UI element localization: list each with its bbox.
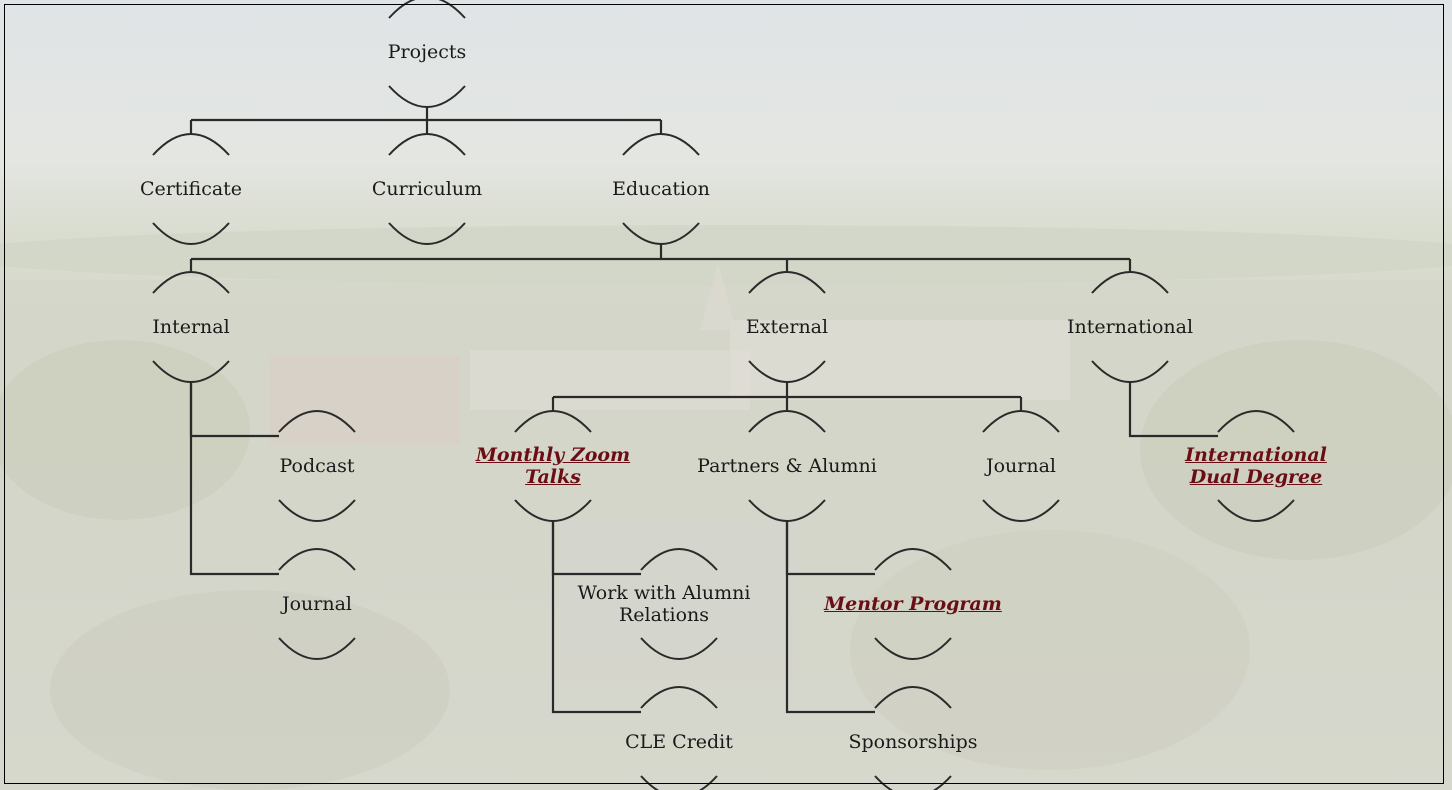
node-journal-external: Journal xyxy=(985,455,1057,477)
connector-partners-alumni-to-sponsorships xyxy=(785,521,875,714)
connector-international-to-international-dual-degree xyxy=(1128,382,1218,438)
bracket-external xyxy=(748,271,826,383)
bracket-curriculum xyxy=(388,133,466,245)
node-external: External xyxy=(745,316,829,338)
bracket-podcast xyxy=(278,410,356,522)
bracket-mentor-program xyxy=(874,548,952,660)
node-partners-alumni: Partners & Alumni xyxy=(697,455,877,477)
node-international: International xyxy=(1066,316,1194,338)
bracket-work-with-alumni-relations xyxy=(640,548,718,660)
connector-internal-to-journal-internal xyxy=(189,382,279,576)
node-internal: Internal xyxy=(152,316,230,338)
node-cle-credit: CLE Credit xyxy=(625,731,733,753)
bracket-certificate xyxy=(152,133,230,245)
node-journal-internal: Journal xyxy=(281,593,353,615)
node-work-with-alumni-relations: Work with Alumni Relations xyxy=(577,582,751,626)
link-international-dual-degree[interactable]: International Dual Degree xyxy=(1185,444,1327,488)
bracket-monthly-zoom-talks xyxy=(514,410,592,522)
connector-monthly-zoom-talks-to-cle-credit xyxy=(551,521,641,714)
node-education: Education xyxy=(612,178,710,200)
bracket-projects xyxy=(388,0,466,108)
link-mentor-program[interactable]: Mentor Program xyxy=(824,593,1002,615)
link-monthly-zoom-talks[interactable]: Monthly Zoom Talks xyxy=(475,444,631,488)
node-certificate: Certificate xyxy=(139,178,243,200)
bracket-journal-external xyxy=(982,410,1060,522)
bracket-internal xyxy=(152,271,230,383)
node-curriculum: Curriculum xyxy=(371,178,483,200)
bracket-partners-alumni xyxy=(748,410,826,522)
bracket-international-dual-degree xyxy=(1217,410,1295,522)
bracket-journal-internal xyxy=(278,548,356,660)
bracket-education xyxy=(622,133,700,245)
node-projects: Projects xyxy=(387,41,467,63)
bracket-international xyxy=(1091,271,1169,383)
node-sponsorships: Sponsorships xyxy=(848,731,978,753)
node-podcast: Podcast xyxy=(279,455,355,477)
